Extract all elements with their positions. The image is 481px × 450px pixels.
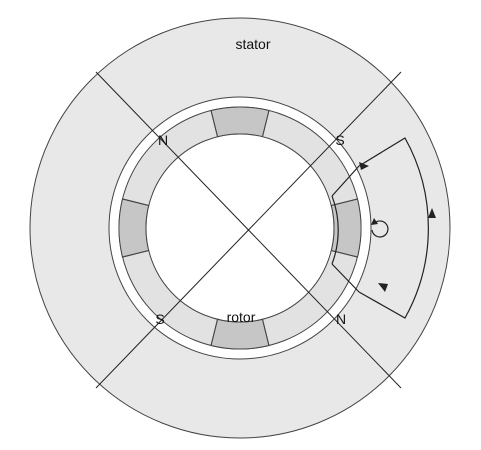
magnet-segment-top [210, 106, 270, 138]
pole-label-bottom-right: N [336, 311, 346, 327]
rotation-arrow-icon [371, 220, 389, 238]
flux-return-line-bottom [331, 263, 360, 293]
flux-path-outer-arc [358, 137, 429, 319]
flux-arrow-right-icon [428, 208, 436, 218]
flux-arrow-top-icon [359, 162, 369, 170]
flux-path-inner-arc [331, 195, 339, 265]
rotor-label: rotor [227, 309, 256, 325]
rotor-shaft [145, 133, 335, 323]
rotation-arrowhead-icon [371, 218, 378, 225]
flux-arrow-bottom-icon [378, 283, 388, 292]
flux-return-line-top [331, 165, 360, 197]
pole-label-top-right: S [335, 132, 344, 148]
stator-label: stator [235, 36, 270, 52]
pole-label-bottom-left: S [155, 311, 164, 327]
diagonal-line-2 [95, 71, 402, 389]
magnet-segment-left [118, 198, 150, 258]
pole-label-top-left: N [158, 132, 168, 148]
